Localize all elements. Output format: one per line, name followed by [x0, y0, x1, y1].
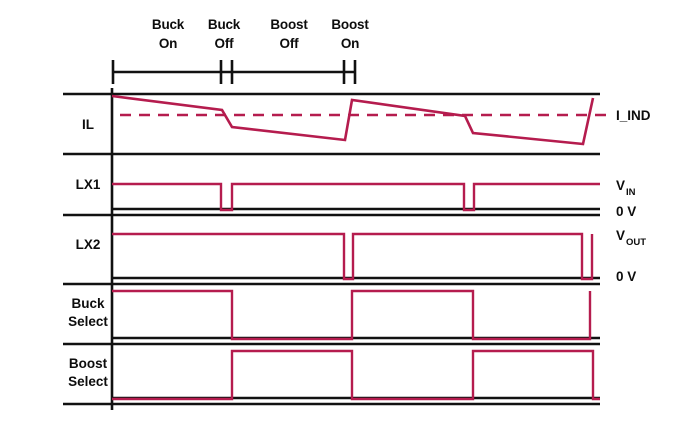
row-label-boost-select: Boost Select	[68, 356, 108, 389]
right-label-vout: V OUT	[616, 228, 646, 248]
phase-boost-off-line2: Off	[280, 36, 300, 51]
row-label-buck-select: Buck Select	[68, 296, 108, 329]
lx1-digital-trace	[112, 182, 600, 212]
il-current-trace	[111, 94, 595, 146]
right-label-i-ind: I_IND	[616, 108, 651, 123]
right-label-vin-base: V	[616, 178, 625, 193]
buck-select-digital-trace	[112, 289, 592, 341]
phase-boost-off-line1: Boost	[270, 17, 308, 32]
row-label-lx2: LX2	[76, 237, 101, 252]
row-label-buck-select-line1: Buck	[71, 296, 105, 311]
right-label-zero-volt-lx1: 0 V	[616, 204, 636, 219]
phase-buck-on-line1: Buck	[152, 17, 185, 32]
row-label-boost-select-line2: Select	[68, 374, 108, 389]
phase-label-buck-off: Buck Off	[208, 17, 241, 51]
phase-buck-off-line2: Off	[215, 36, 235, 51]
right-label-vout-subscript: OUT	[626, 237, 646, 248]
phase-boost-on-line1: Boost	[331, 17, 369, 32]
phase-timeline-axis	[111, 60, 357, 84]
phase-label-boost-off: Boost Off	[270, 17, 308, 51]
row-separators	[63, 92, 600, 406]
waveform-lx1	[112, 182, 600, 212]
row-label-lx1: LX1	[76, 177, 101, 192]
phase-label-boost-on: Boost On	[331, 17, 369, 51]
waveform-boost-select	[112, 349, 600, 401]
phase-buck-off-line1: Buck	[208, 17, 241, 32]
row-label-il: IL	[82, 117, 94, 132]
right-label-vout-base: V	[616, 228, 625, 243]
right-label-vin-subscript: IN	[626, 187, 636, 198]
right-label-vin: V IN	[616, 178, 636, 198]
phase-boost-on-line2: On	[341, 36, 359, 51]
waveform-il	[111, 94, 608, 146]
lx2-digital-trace	[112, 232, 594, 281]
phase-label-buck-on: Buck On	[152, 17, 185, 51]
boost-select-digital-trace	[112, 349, 600, 401]
waveform-buck-select	[112, 289, 600, 341]
right-label-zero-volt-lx2: 0 V	[616, 269, 636, 284]
waveform-lx2	[112, 232, 600, 281]
row-label-boost-select-line1: Boost	[69, 356, 108, 371]
row-label-buck-select-line2: Select	[68, 314, 108, 329]
phase-buck-on-line2: On	[159, 36, 177, 51]
